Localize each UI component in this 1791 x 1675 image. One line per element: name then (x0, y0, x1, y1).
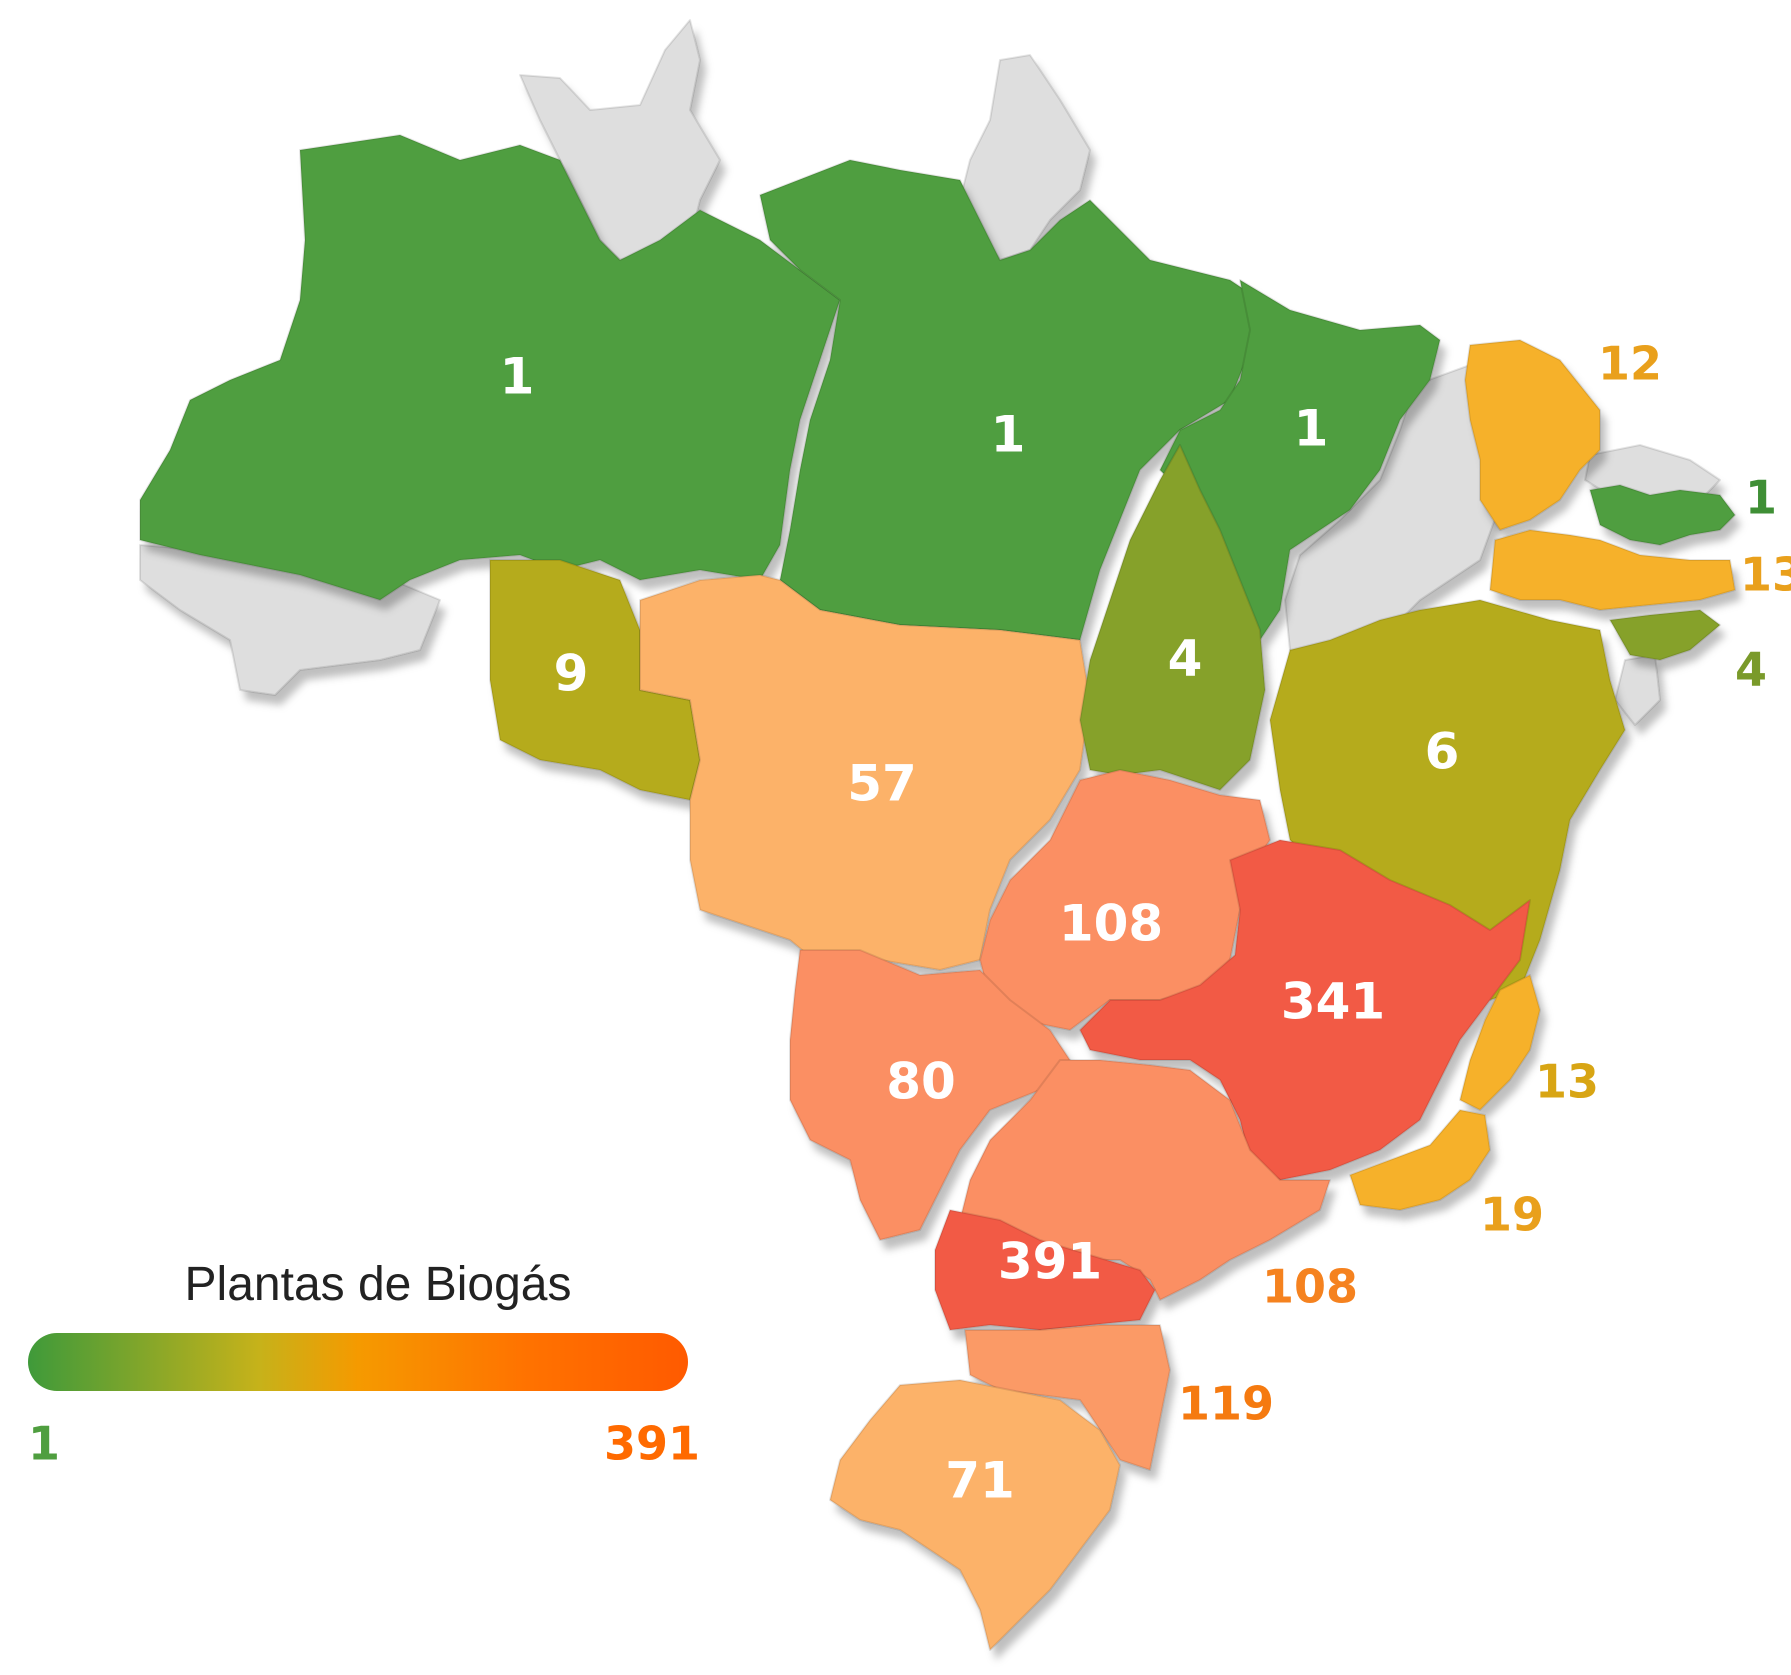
label-rio-grande-do-sul: 71 (945, 1452, 1015, 1510)
label-para: 1 (991, 406, 1026, 464)
ext-label-sao-paulo: 108 (1262, 1260, 1358, 1314)
label-maranhao: 1 (1294, 400, 1329, 458)
legend-min-label: 1 (28, 1417, 60, 1471)
external-value-labels: 12 1 13 4 13 19 108 119 (1178, 337, 1791, 1431)
state-tocantins (1079, 444, 1266, 791)
label-mato-grosso-do-sul: 80 (886, 1053, 956, 1111)
state-rio-grande-do-sul (829, 1379, 1121, 1651)
label-bahia: 6 (1425, 723, 1460, 781)
ext-label-rio-grande-do-norte: 1 (1745, 471, 1777, 525)
label-minas-gerais: 341 (1281, 973, 1385, 1031)
legend-max-label: 391 (604, 1417, 700, 1471)
state-mato-grosso (639, 574, 1091, 971)
state-rio-de-janeiro (1349, 1109, 1491, 1211)
label-amazonas: 1 (500, 348, 535, 406)
ext-label-espirito-santo: 13 (1535, 1055, 1599, 1109)
state-amazonas (139, 134, 841, 601)
state-value-labels: 1 1 1 9 57 4 6 108 341 80 391 71 (500, 348, 1460, 1510)
state-minas-gerais (1079, 839, 1531, 1181)
ext-label-alagoas: 4 (1735, 643, 1767, 697)
state-alagoas (1609, 609, 1721, 661)
label-parana: 391 (998, 1233, 1102, 1291)
state-sao-paulo (959, 1059, 1331, 1301)
legend-gradient-bar (28, 1333, 688, 1391)
colored-states (139, 134, 1736, 1651)
state-ceara (1464, 339, 1601, 531)
legend-title: Plantas de Biogás (185, 1258, 572, 1311)
state-parana (934, 1209, 1156, 1331)
state-sergipe (1614, 654, 1661, 726)
state-espirito-santo (1459, 974, 1541, 1111)
label-goias: 108 (1059, 895, 1163, 953)
state-maranhao (1159, 279, 1441, 641)
ext-label-santa-catarina: 119 (1178, 1377, 1274, 1431)
legend: Plantas de Biogás 1 391 (28, 1258, 700, 1471)
state-para (759, 159, 1261, 641)
ext-label-pernambuco: 13 (1740, 548, 1791, 602)
ext-label-ceara: 12 (1598, 337, 1662, 391)
label-tocantins: 4 (1168, 630, 1203, 688)
state-mato-grosso-do-sul (789, 949, 1071, 1241)
state-pernambuco (1489, 529, 1736, 611)
label-mato-grosso: 57 (847, 755, 917, 813)
label-rondonia: 9 (554, 645, 589, 703)
state-rio-grande-do-norte (1589, 484, 1736, 546)
ext-label-rio-de-janeiro: 19 (1480, 1188, 1544, 1242)
